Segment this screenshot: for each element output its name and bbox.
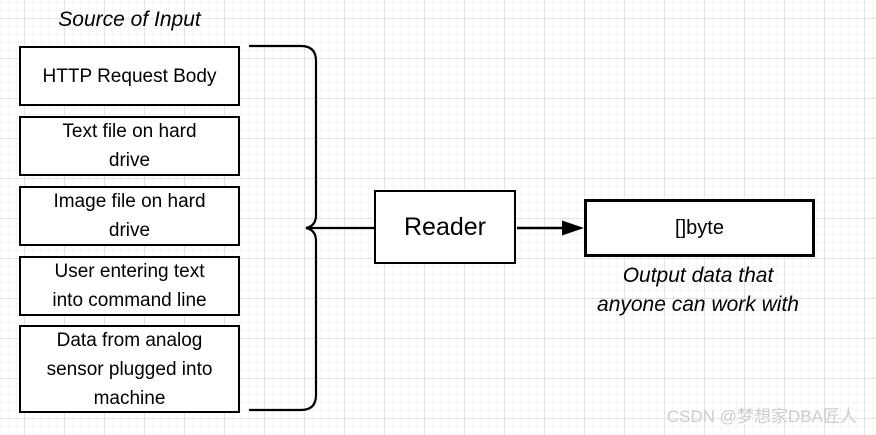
input-box-http-request-body: HTTP Request Body [19,46,240,106]
output-caption: Output data that anyone can work with [568,261,828,319]
byte-slice-label: []byte [675,216,724,239]
input-box-label: Text file on hard drive [62,121,197,171]
input-box-label: Image file on hard drive [53,191,206,241]
arrowhead-icon [562,220,584,236]
output-caption-text: Output data that anyone can work with [597,264,799,316]
input-box-label: Data from analog sensor plugged into mac… [46,329,213,409]
input-box-user-command-line: User entering text into command line [19,256,240,316]
reader-label: Reader [404,213,486,241]
input-box-image-file: Image file on hard drive [19,186,240,246]
input-box-text-file: Text file on hard drive [19,116,240,176]
csdn-watermark: CSDN @梦想家DBA匠人 [666,407,857,426]
curly-bracket [249,44,318,412]
source-of-input-title: Source of Input [58,8,201,31]
input-box-label: HTTP Request Body [42,65,217,87]
input-box-label: User entering text into command line [52,261,207,311]
input-box-analog-sensor: Data from analog sensor plugged into mac… [19,325,240,413]
byte-slice-box: []byte [584,199,815,257]
reader-box: Reader [374,190,516,264]
